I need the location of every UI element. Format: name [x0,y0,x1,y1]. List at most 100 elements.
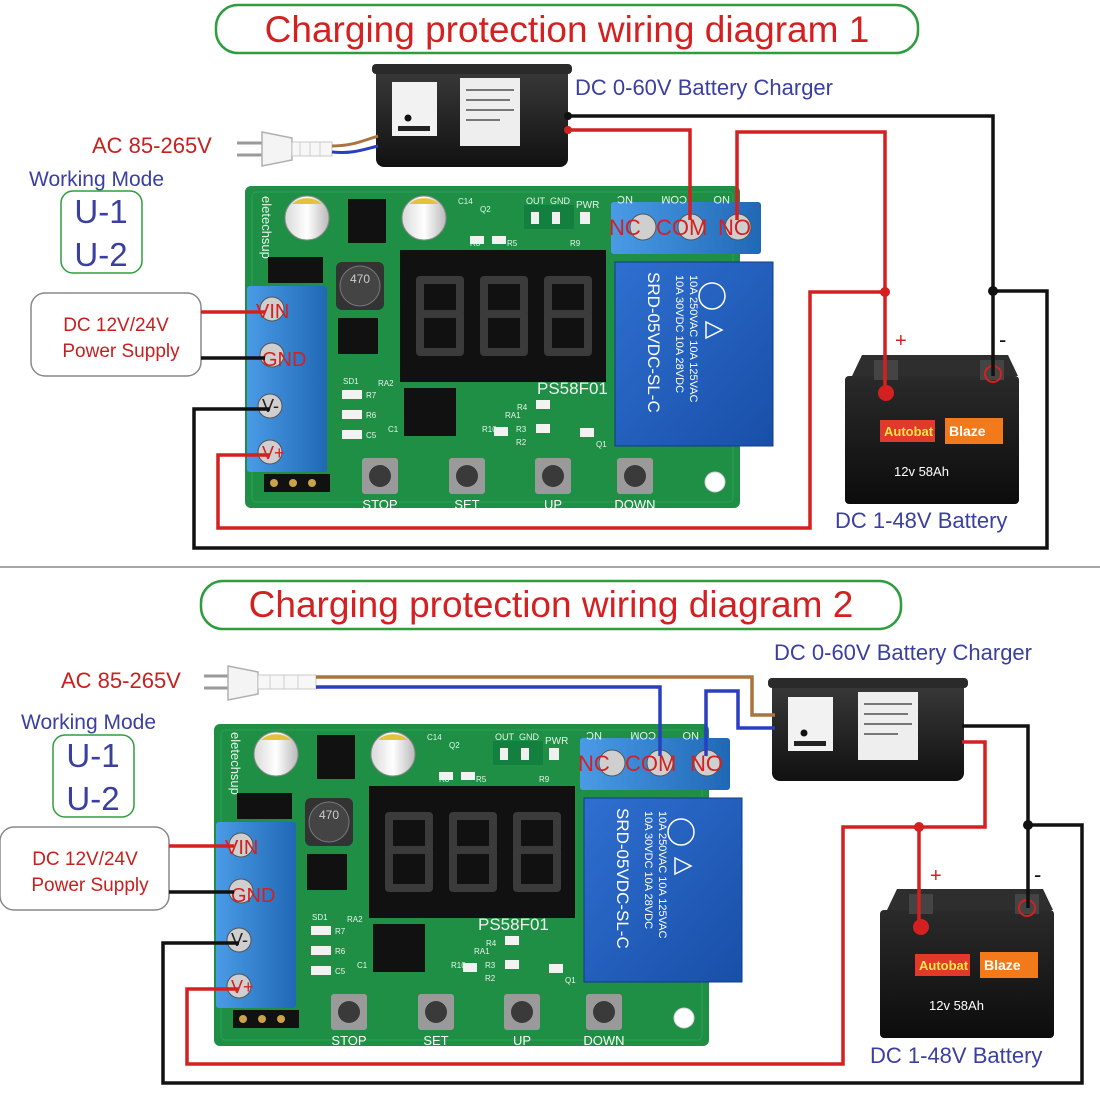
relay-pin-com: COM [656,215,707,240]
wire-vminus-sense [161,823,1084,1085]
comp-r10: R10 [451,961,466,970]
wire-vplus-sense [185,825,919,1066]
relay-text-3: SRD-05VDC-SL-C [644,272,663,413]
wires [161,675,1084,1085]
wire-vminus-sense [192,289,1049,550]
display-digits [385,812,561,892]
relay-text-1: 10A 250VAC 10A 125VAC [687,275,699,402]
comp-r7: R7 [366,391,377,400]
comp-r8: R8 [470,239,481,248]
mode-frame [52,734,135,818]
ac-plug [237,131,379,167]
comp-ra1: RA1 [505,411,521,420]
comp-r3: R3 [485,961,496,970]
relay [583,797,743,983]
working-mode-caption: Working Mode [21,711,156,734]
battery-spec: 12v 58Ah [929,998,984,1013]
wires [192,114,1049,550]
relay [614,261,774,447]
button-up-label: UP [544,497,562,512]
comp-r4: R4 [517,403,528,412]
supply-label-line2: Power Supply [62,341,180,362]
wire-no-charger [704,689,775,756]
battery-minus: - [1034,862,1041,887]
title: Charging protection wiring diagram 1 [265,9,870,50]
terminal-gnd: GND [231,885,275,907]
battery-badge: Blaze [984,957,1021,973]
comp-r4: R4 [486,939,497,948]
relay-board: eletechsup 470 OUT GND PWR [214,724,743,1048]
battery-label: DC 1-48V Battery [870,1043,1042,1068]
relay-text-3: SRD-05VDC-SL-C [613,808,632,949]
led-pwr: PWR [545,736,568,747]
comp-r10: R10 [482,425,497,434]
mode-u1: U-1 [66,737,119,774]
wire-no-battery-plus [735,130,887,393]
board-brand: eletechsup [228,732,243,795]
relay-pin-nc: NC [609,215,641,240]
comp-r6: R6 [366,411,377,420]
junction-minus [1023,820,1033,830]
button-set-label: SET [423,1033,448,1048]
comp-q2: Q2 [480,205,491,214]
terminal-vminus: V- [262,396,279,416]
mode-frame [60,190,143,274]
inductor-label: 470 [350,272,370,286]
relay-silk-com: COM [630,729,656,741]
wire-ac-brown [316,675,775,717]
comp-ra1: RA1 [474,947,490,956]
wire-charger-plus [568,128,692,220]
button-set [418,994,454,1030]
wire-vplus-sense [216,290,885,530]
battery-charger [768,678,968,781]
terminal-vminus: V- [231,930,248,950]
comp-c14: C14 [458,197,473,206]
relay-pin-com: COM [625,751,676,776]
board-brand: eletechsup [259,196,274,259]
wire-charger-plus [917,740,987,927]
wire-charger-minus [962,724,1030,908]
supply-label-line1: DC 12V/24V [63,315,169,336]
title: Charging protection wiring diagram 2 [249,584,854,625]
comp-r3: R3 [516,425,527,434]
terminal-vin: VIN [256,301,289,323]
battery-spec: 12v 58Ah [894,464,949,479]
button-stop-label: STOP [362,497,397,512]
button-up [535,458,571,494]
led-out: OUT [526,196,546,206]
comp-c14: C14 [427,733,442,742]
junction-minus [988,286,998,296]
power-terminal-block [247,286,327,472]
comp-sd1: SD1 [343,377,359,386]
button-down-label: DOWN [583,1033,624,1048]
battery-brand: Autobat [919,958,969,973]
ac-label: AC 85-265V [61,668,181,693]
relay-silk-no: NO [682,729,699,741]
mode-u2: U-2 [66,780,119,817]
led-gnd: GND [519,732,540,742]
battery-charger [372,64,572,167]
relay-silk-nc: NC [617,193,633,205]
button-down [617,458,653,494]
relay-text-1: 10A 250VAC 10A 125VAC [656,811,668,938]
relay-silk-no: NO [713,193,730,205]
comp-r8: R8 [439,775,450,784]
button-stop [331,994,367,1030]
button-stop-label: STOP [331,1033,366,1048]
comp-c1: C1 [357,961,368,970]
model-label: PS58F01 [478,915,549,934]
comp-c5: C5 [335,967,346,976]
supply-label-line1: DC 12V/24V [32,849,138,870]
comp-r5: R5 [476,775,487,784]
relay-silk-nc: NC [586,729,602,741]
comp-r5: R5 [507,239,518,248]
relay-text-2: 10A 30VDC 10A 28VDC [642,811,654,929]
comp-q1: Q1 [565,976,576,985]
mode-u2: U-2 [74,236,127,273]
comp-r2: R2 [516,438,527,447]
button-down-label: DOWN [614,497,655,512]
supply-frame [30,292,202,377]
comp-r7: R7 [335,927,346,936]
ac-plug [204,665,317,701]
